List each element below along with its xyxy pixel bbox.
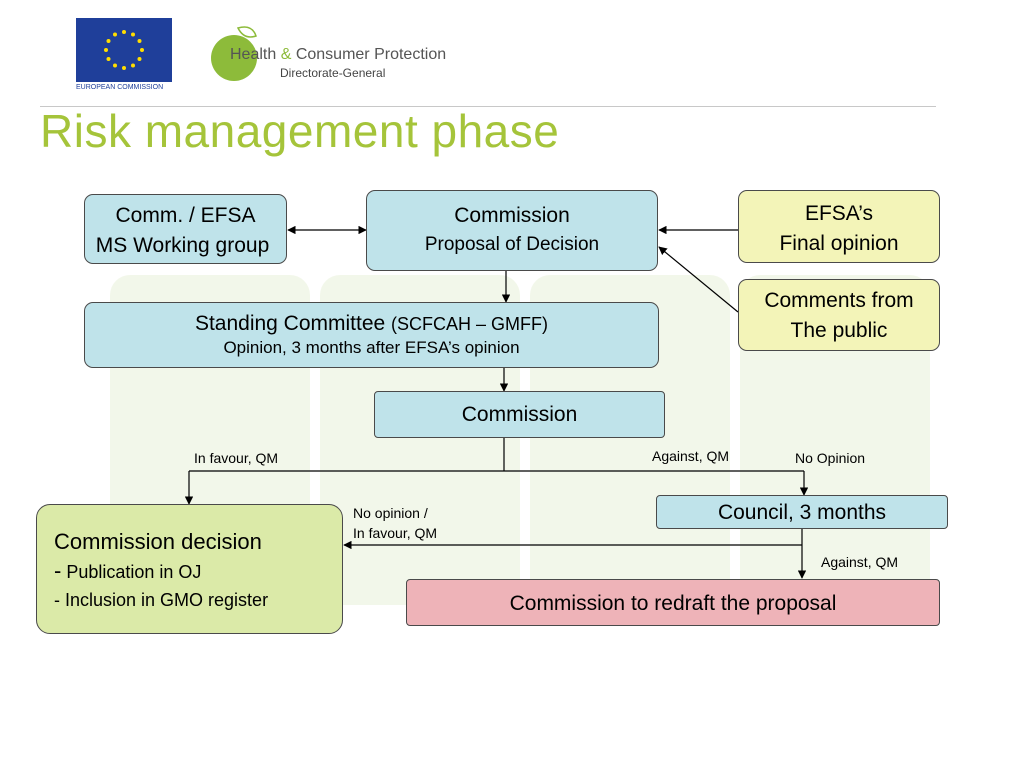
page-title: Risk management phase [40, 105, 560, 157]
efsa-line1: EFSA’s [804, 202, 874, 225]
box-commission-proposal: Commission Proposal of Decision [366, 190, 658, 271]
dg-subtitle: Directorate-General [280, 66, 386, 80]
edge-public-proposal [658, 246, 739, 313]
committee-line2: Opinion, 3 months after EFSA’s opinion [223, 338, 520, 357]
redraft-label: Commission to redraft the proposal [509, 592, 837, 615]
proposal-line2: Proposal of Decision [424, 234, 600, 255]
label-against-1: Against, QM [652, 448, 730, 464]
working-group-line1: Comm. / EFSA [115, 204, 256, 227]
eu-commission-logo: EUROPEAN COMMISSION [76, 18, 172, 94]
eu-logo-caption: EUROPEAN COMMISSION [76, 84, 164, 91]
box-council: Council, 3 months [656, 495, 948, 529]
decision-item-publication: Publication in OJ [66, 562, 202, 582]
public-line2: The public [790, 319, 888, 342]
box-standing-committee: Standing Committee (SCFCAH – GMFF) Opini… [84, 302, 659, 368]
working-group-line2: MS Working group [95, 234, 270, 257]
leaf-circle-icon [211, 26, 257, 81]
public-line1: Comments from [764, 289, 914, 312]
box-efsa-opinion: EFSA’s Final opinion [738, 190, 940, 263]
label-no-opinion-favour-2: In favour, QM [353, 525, 438, 541]
council-label: Council, 3 months [717, 501, 887, 524]
label-no-opinion: No Opinion [795, 450, 866, 466]
box-redraft: Commission to redraft the proposal [406, 579, 940, 626]
label-in-favour: In favour, QM [194, 450, 279, 466]
proposal-line1: Commission [454, 204, 570, 227]
dg-name-amp: & [280, 46, 292, 63]
dg-name-health: Health [230, 46, 277, 63]
box-working-group: Comm. / EFSA MS Working group [84, 194, 287, 264]
decision-title: Commission decision [54, 529, 262, 554]
efsa-line2: Final opinion [779, 232, 899, 255]
committee-acronym: (SCFCAH – GMFF) [391, 314, 549, 334]
box-commission-decision: Commission decision - Publication in OJ … [36, 504, 343, 634]
committee-name: Standing Committee [194, 312, 386, 335]
label-against-2: Against, QM [821, 554, 899, 570]
commission-label: Commission [461, 403, 578, 426]
header-divider [40, 106, 936, 107]
box-public-comments: Comments from The public [738, 279, 940, 351]
label-no-opinion-favour-1: No opinion / [353, 505, 428, 521]
dg-sanco-logo: Health & Consumer Protection Directorate… [208, 22, 468, 82]
box-commission: Commission [374, 391, 665, 438]
decision-item-register: - Inclusion in GMO register [54, 590, 269, 610]
eu-flag-icon [76, 18, 172, 82]
decision-dash: - [54, 558, 62, 583]
dg-name-consumer: Consumer Protection [295, 46, 447, 63]
